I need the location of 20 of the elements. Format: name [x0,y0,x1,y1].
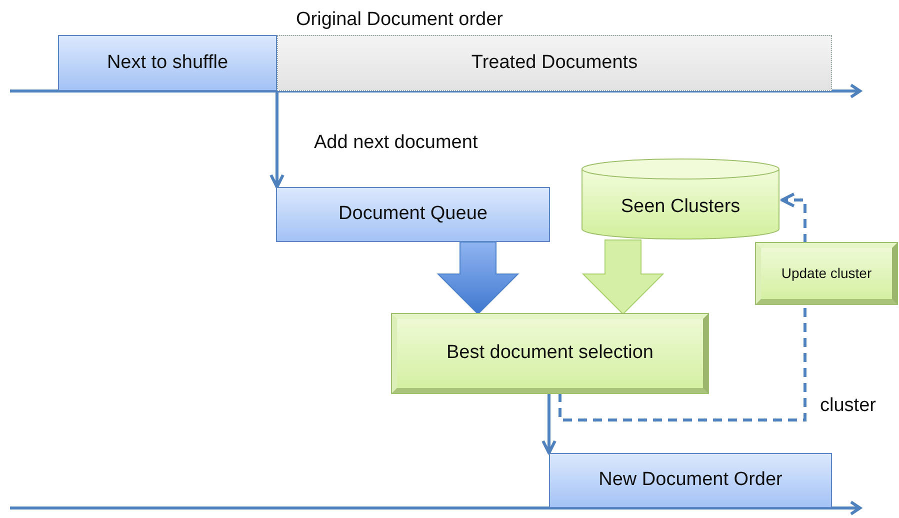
dashed-arrow [780,192,806,243]
block-arrow [436,242,520,315]
arrow [270,91,284,188]
node-label: Treated Documents [471,50,638,75]
bevel-box [392,314,708,393]
process-box [58,35,277,91]
process-box [276,187,550,242]
node-label: New Document Order [598,468,782,492]
node-label: Best document selection [446,341,654,366]
band-box [277,35,832,91]
node-label: Next to shuffle [106,50,228,75]
node-label: Seen Clusters [620,194,740,219]
node-label: Update cluster [781,264,872,283]
block-arrow [582,240,664,315]
arrow [542,393,556,454]
band-title: Original Document order [296,8,503,32]
database-cylinder [581,158,780,240]
node-label: Document Queue [338,202,488,226]
process-box [549,453,832,508]
bevel-box [756,243,897,304]
